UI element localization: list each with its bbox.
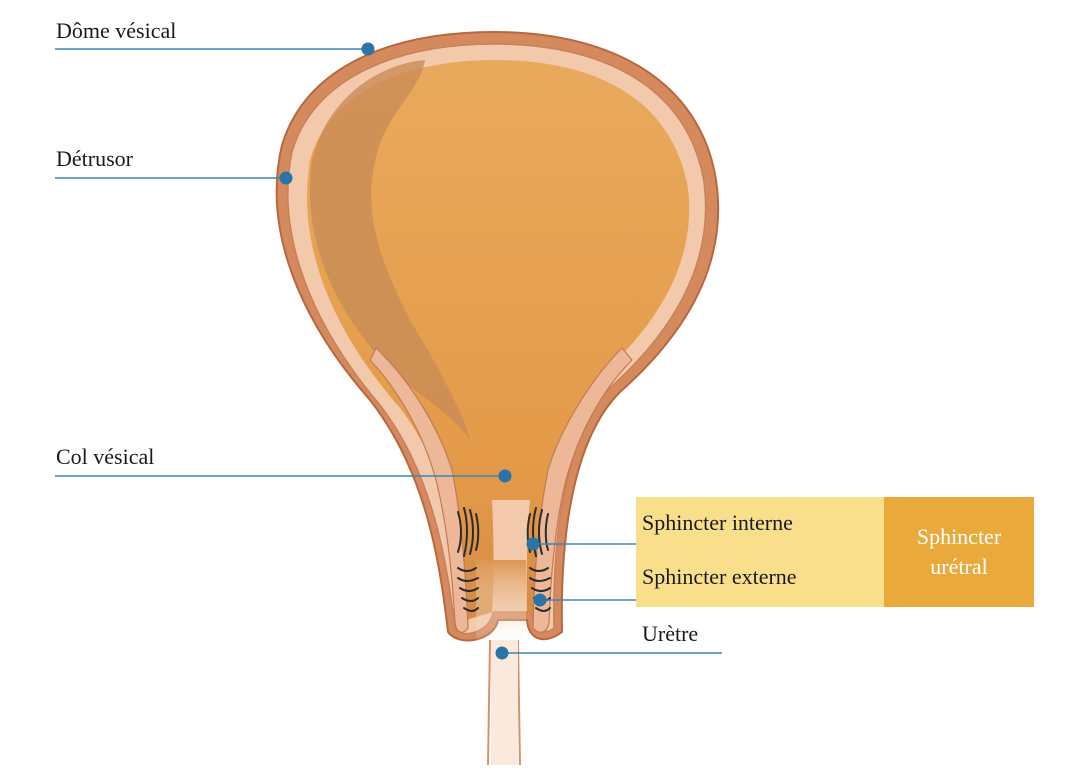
sphincter-fibers-left	[457, 507, 480, 612]
sphincter-uretral-line2: urétral	[930, 554, 988, 579]
urethra-fill	[491, 640, 518, 765]
label-col-vesical: Col vésical	[56, 444, 155, 469]
label-sphincter-interne: Sphincter interne	[642, 510, 793, 535]
dot-dome	[361, 42, 375, 56]
dot-sphincter-interne	[526, 537, 540, 551]
sphincter-uretral-line1: Sphincter	[916, 524, 1002, 550]
dot-uretre	[495, 646, 509, 660]
sphincter-box-background	[636, 497, 884, 607]
neck-left-wall	[369, 347, 469, 633]
sphincter-uretral-box: Sphincter urétral	[884, 497, 1034, 607]
dot-col	[498, 469, 512, 483]
urethra-fade	[476, 560, 526, 650]
urethra-wall-left	[487, 639, 491, 766]
label-dome-vesical: Dôme vésical	[56, 18, 177, 43]
urethra-wall-right	[517, 639, 521, 766]
label-uretre: Urètre	[642, 621, 699, 646]
dot-sphincter-externe	[533, 593, 547, 607]
dot-detrusor	[279, 171, 293, 185]
lumen-shading	[309, 60, 470, 440]
bladder-lumen	[307, 60, 690, 620]
leader-dots	[279, 42, 547, 660]
label-sphincter-externe: Sphincter externe	[642, 564, 797, 589]
label-detrusor: Détrusor	[56, 146, 133, 171]
